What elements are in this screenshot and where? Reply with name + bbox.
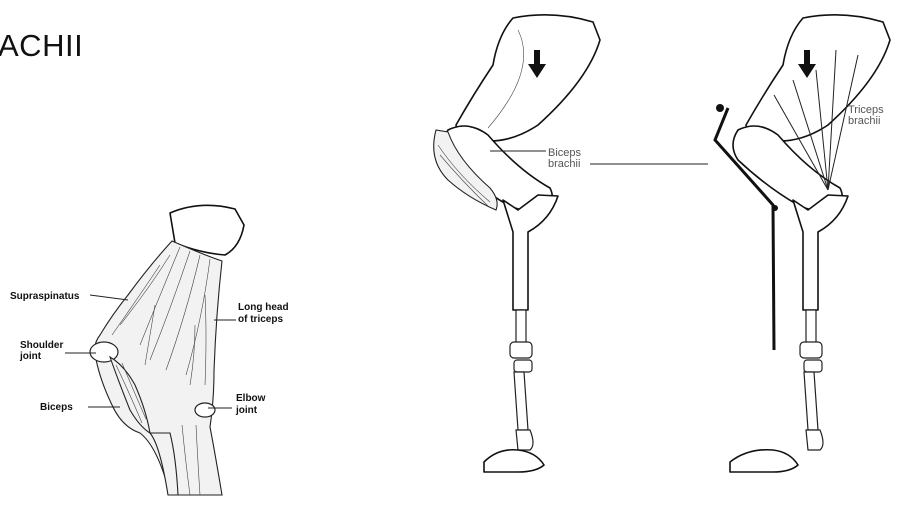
label-biceps-brachii-2: brachii — [548, 158, 580, 170]
forearm-bone — [503, 195, 558, 310]
leg-diagram-triceps: Triceps brachii — [715, 15, 890, 472]
forearm-bone — [793, 195, 848, 310]
elbow-joint-bone — [195, 403, 215, 417]
scapula-bone — [456, 15, 600, 141]
hoof-bone — [730, 450, 798, 472]
hoof-bone — [484, 450, 544, 472]
label-elbow-2: joint — [235, 405, 258, 416]
skeletal-leg-diagrams: Biceps brachii — [418, 10, 909, 490]
label-long-head-2: of triceps — [238, 314, 283, 325]
leg-diagram-biceps: Biceps brachii — [434, 15, 708, 472]
label-elbow-1: Elbow — [236, 393, 266, 404]
slide-title: ACHII — [0, 28, 83, 64]
label-triceps-brachii-2: brachii — [848, 115, 880, 127]
label-biceps: Biceps — [40, 402, 73, 413]
label-shoulder-joint-2: joint — [19, 351, 42, 362]
label-shoulder-joint-1: Shoulder — [20, 340, 63, 351]
label-supraspinatus: Supraspinatus — [10, 291, 80, 302]
label-long-head-1: Long head — [238, 302, 289, 313]
forelimb-muscle-illustration: Supraspinatus Shoulder joint Biceps Long… — [0, 195, 300, 506]
